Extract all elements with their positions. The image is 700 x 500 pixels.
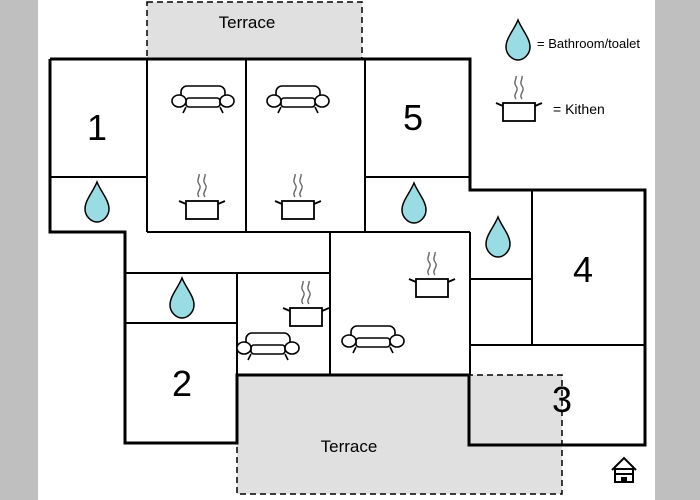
- sofa-icon: [171, 85, 235, 114]
- cooking-pot-icon: [178, 173, 226, 220]
- sofa-icon: [341, 325, 405, 354]
- interior-walls: [50, 59, 645, 375]
- legend-kitchen-label: = Kithen: [553, 101, 605, 117]
- cooking-pot-icon: [408, 251, 456, 298]
- room-5-label: 5: [403, 97, 423, 138]
- sofa-icon: [266, 85, 330, 114]
- terrace-bottom-label: Terrace: [321, 437, 378, 456]
- legend-cooking-pot-icon: [495, 75, 543, 122]
- room-3-label: 3: [552, 379, 572, 420]
- room-1-label: 1: [87, 107, 107, 148]
- sofa-icon: [236, 332, 300, 361]
- legend-bathroom-label: = Bathroom/toalet: [537, 36, 640, 51]
- home-icon: [611, 456, 637, 483]
- water-drop-icon: [169, 277, 195, 319]
- room-4-label: 4: [573, 249, 593, 290]
- water-drop-icon: [485, 216, 511, 258]
- legend-water-drop-icon: [505, 19, 531, 61]
- room-2-label: 2: [172, 363, 192, 404]
- water-drop-icon: [401, 182, 427, 224]
- water-drop-icon: [84, 181, 110, 223]
- cooking-pot-icon: [274, 173, 322, 220]
- terrace-top-label: Terrace: [219, 13, 276, 32]
- terrace-top: [146, 1, 363, 60]
- cooking-pot-icon: [282, 280, 330, 327]
